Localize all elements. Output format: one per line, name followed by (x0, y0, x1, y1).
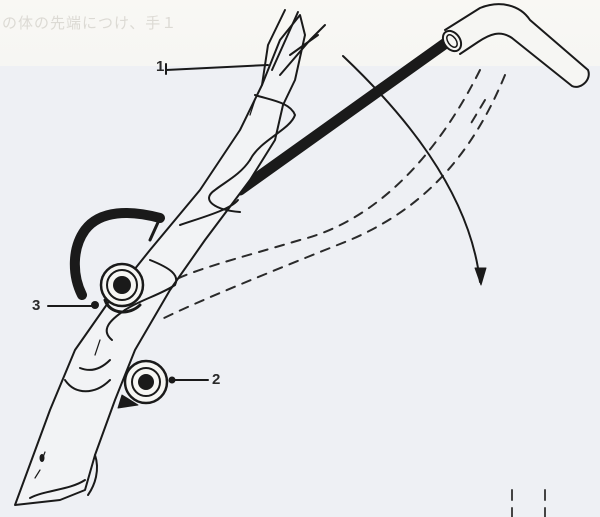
leader-line-1 (165, 63, 269, 75)
bending-direction-arrow (342, 55, 487, 286)
callout-3: 3 (32, 297, 41, 314)
sapling-stem (14, 14, 306, 506)
bleed-through-text: の体の先端につけ、手１ (2, 14, 178, 32)
callout-2: 2 (212, 371, 221, 388)
lever-handle (441, 3, 590, 88)
hook-bar (69, 208, 165, 300)
bottom-dash-marks (511, 489, 546, 517)
callout-1: 1 (156, 58, 165, 75)
leader-lines (47, 63, 269, 381)
twine-wraps (29, 94, 296, 499)
dashed-motion-path (159, 69, 506, 321)
lower-roller (117, 359, 176, 409)
upper-roller (91, 262, 145, 314)
lever-bar (234, 34, 456, 196)
stem-top-splinters (261, 9, 326, 86)
